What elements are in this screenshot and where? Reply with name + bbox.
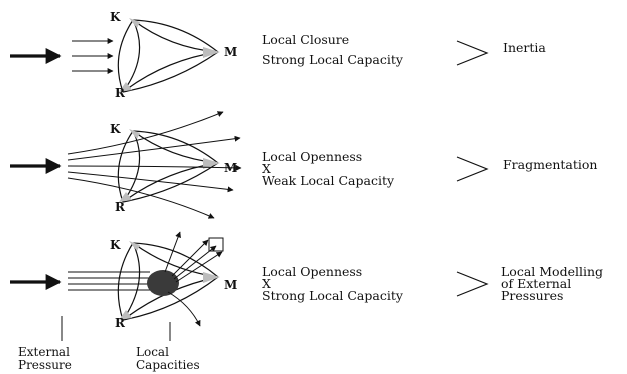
external-pressure-label-line-2: Pressure: [18, 358, 72, 372]
row-2-line-3: Weak Local Capacity: [262, 173, 395, 188]
row-3-yields-sign: [456, 271, 489, 297]
row-3-vertex-k: K: [110, 238, 121, 252]
row-1-shade-m: [203, 47, 220, 58]
local-capacities-label-line-2: Capacities: [136, 358, 200, 372]
row-2-diagram: K M R: [10, 111, 242, 219]
row-3-result-line-3: Pressures: [501, 288, 563, 303]
local-capacities-label-line-1: Local: [136, 345, 169, 359]
row-1-diagram: K M R: [10, 10, 237, 100]
row-2-result-line-1: Fragmentation: [503, 157, 597, 172]
row-3-line-2: X: [262, 276, 271, 291]
row-3-line-1: Local Openness: [262, 264, 362, 279]
row-3-corner-marker: [208, 237, 224, 252]
row-3-input-lines: [68, 271, 150, 291]
external-pressure-label-line-1: External: [18, 345, 70, 359]
row-3-vertex-m: M: [224, 278, 237, 292]
row-3-shade-r: [119, 310, 132, 320]
row-2-shade-m: [203, 158, 220, 169]
row-2-yields-sign: [456, 156, 489, 182]
row-2-shade-k: [129, 129, 140, 139]
row-2-flow-arrows: [67, 111, 242, 219]
row-2-line-1: Local Openness: [262, 149, 362, 164]
row-2-line-2: X: [262, 161, 271, 176]
local-capacity-core: [147, 270, 179, 296]
row-1-vertex-r: R: [115, 86, 126, 100]
row-3-line-3: Strong Local Capacity: [262, 288, 404, 303]
row-3-result-line-2: of External: [501, 276, 571, 291]
row-1-shade-r: [119, 82, 132, 92]
row-1-vertex-k: K: [110, 10, 121, 24]
row-2-vertex-r: R: [115, 200, 126, 214]
row-3-shade-k: [129, 241, 140, 251]
row-1-line-1: Local Closure: [262, 32, 349, 47]
row-3-shade-m: [203, 272, 220, 283]
row-2-shade-r: [119, 192, 132, 202]
row-3-result-line-1: Local Modelling: [501, 264, 603, 279]
row-1-yields-sign: [456, 40, 489, 66]
row-1-shade-k: [129, 18, 140, 28]
row-1-result-line-1: Inertia: [503, 40, 546, 55]
row-2-vertex-m: M: [224, 161, 237, 175]
row-1-line-2: Strong Local Capacity: [262, 52, 404, 67]
row-3-diagram: K M R: [10, 231, 237, 341]
row-1-vertex-m: M: [224, 45, 237, 59]
row-2-vertex-k: K: [110, 122, 121, 136]
row-3-vertex-r: R: [115, 316, 126, 330]
